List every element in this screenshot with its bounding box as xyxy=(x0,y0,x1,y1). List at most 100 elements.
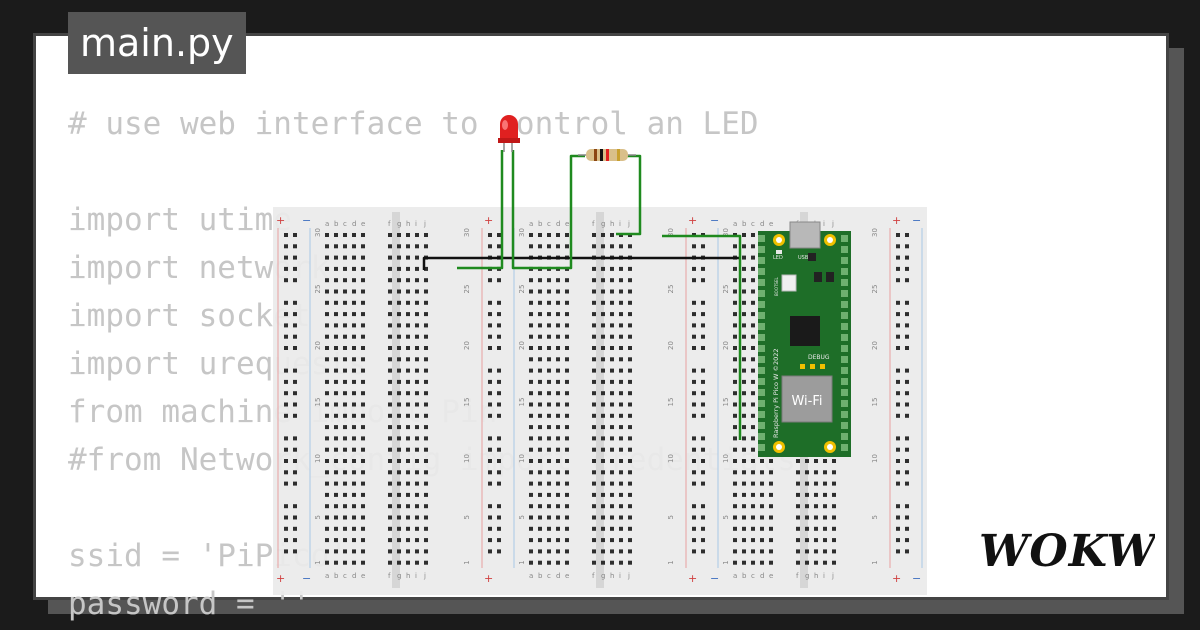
breadboard-hole[interactable] xyxy=(610,504,614,509)
breadboard-hole[interactable] xyxy=(415,549,419,554)
breadboard-hole[interactable] xyxy=(896,413,900,418)
breadboard-hole[interactable] xyxy=(619,538,623,543)
breadboard-hole[interactable] xyxy=(538,447,542,452)
breadboard-hole[interactable] xyxy=(556,504,560,509)
breadboard-hole[interactable] xyxy=(488,368,492,373)
breadboard-hole[interactable] xyxy=(293,436,297,441)
pico-pin[interactable] xyxy=(758,323,765,330)
breadboard-hole[interactable] xyxy=(293,334,297,339)
breadboard-hole[interactable] xyxy=(692,312,696,317)
breadboard-hole[interactable] xyxy=(610,436,614,441)
breadboard-hole[interactable] xyxy=(352,323,356,328)
breadboard-hole[interactable] xyxy=(293,391,297,396)
breadboard-hole[interactable] xyxy=(538,391,542,396)
breadboard-hole[interactable] xyxy=(796,481,800,486)
breadboard-hole[interactable] xyxy=(565,391,569,396)
breadboard-hole[interactable] xyxy=(415,492,419,497)
breadboard-hole[interactable] xyxy=(529,346,533,350)
breadboard-hole[interactable] xyxy=(488,278,492,283)
breadboard-hole[interactable] xyxy=(497,538,501,543)
breadboard-hole[interactable] xyxy=(701,459,705,463)
breadboard-hole[interactable] xyxy=(293,368,297,373)
pico-pin[interactable] xyxy=(841,389,848,396)
bootsel-button[interactable] xyxy=(781,274,797,292)
breadboard-hole[interactable] xyxy=(361,470,365,475)
breadboard-hole[interactable] xyxy=(701,504,705,509)
breadboard-hole[interactable] xyxy=(424,402,428,407)
breadboard-hole[interactable] xyxy=(751,312,755,317)
breadboard-hole[interactable] xyxy=(488,312,492,317)
breadboard-hole[interactable] xyxy=(805,459,809,463)
breadboard-hole[interactable] xyxy=(760,538,764,543)
breadboard-hole[interactable] xyxy=(397,357,401,362)
breadboard-hole[interactable] xyxy=(628,481,632,486)
breadboard-hole[interactable] xyxy=(538,526,542,531)
file-tab-main-py[interactable]: main.py xyxy=(68,12,246,74)
breadboard-hole[interactable] xyxy=(796,538,800,543)
breadboard-hole[interactable] xyxy=(796,504,800,509)
breadboard-hole[interactable] xyxy=(284,526,288,531)
breadboard-hole[interactable] xyxy=(388,413,392,418)
breadboard-hole[interactable] xyxy=(742,323,746,328)
breadboard-hole[interactable] xyxy=(592,436,596,441)
breadboard-hole[interactable] xyxy=(592,526,596,531)
pico-pin[interactable] xyxy=(758,334,765,341)
breadboard-hole[interactable] xyxy=(742,391,746,396)
breadboard-hole[interactable] xyxy=(352,391,356,396)
breadboard-hole[interactable] xyxy=(415,233,419,237)
breadboard-hole[interactable] xyxy=(619,504,623,509)
breadboard-hole[interactable] xyxy=(406,289,410,294)
breadboard-hole[interactable] xyxy=(415,481,419,486)
breadboard-hole[interactable] xyxy=(415,266,419,271)
breadboard-hole[interactable] xyxy=(556,402,560,407)
breadboard-hole[interactable] xyxy=(905,300,909,305)
breadboard-hole[interactable] xyxy=(628,379,632,384)
breadboard-hole[interactable] xyxy=(823,470,827,475)
breadboard-hole[interactable] xyxy=(352,549,356,554)
breadboard-hole[interactable] xyxy=(565,346,569,350)
breadboard-hole[interactable] xyxy=(343,255,347,260)
breadboard-hole[interactable] xyxy=(334,436,338,441)
breadboard-hole[interactable] xyxy=(406,481,410,486)
breadboard-hole[interactable] xyxy=(701,436,705,441)
breadboard-hole[interactable] xyxy=(352,470,356,475)
breadboard-hole[interactable] xyxy=(547,334,551,339)
breadboard-hole[interactable] xyxy=(334,560,338,565)
breadboard-hole[interactable] xyxy=(361,447,365,452)
breadboard-hole[interactable] xyxy=(556,233,560,237)
breadboard-hole[interactable] xyxy=(610,266,614,271)
breadboard-hole[interactable] xyxy=(529,413,533,418)
breadboard-hole[interactable] xyxy=(905,459,909,463)
breadboard-hole[interactable] xyxy=(488,379,492,384)
breadboard-hole[interactable] xyxy=(896,278,900,283)
breadboard-hole[interactable] xyxy=(628,391,632,396)
breadboard-hole[interactable] xyxy=(406,346,410,350)
breadboard-hole[interactable] xyxy=(556,436,560,441)
breadboard-hole[interactable] xyxy=(565,560,569,565)
breadboard-hole[interactable] xyxy=(406,357,410,362)
breadboard-hole[interactable] xyxy=(293,526,297,531)
pico-pin[interactable] xyxy=(758,433,765,440)
breadboard-hole[interactable] xyxy=(547,300,551,305)
breadboard-hole[interactable] xyxy=(547,425,551,430)
breadboard-hole[interactable] xyxy=(488,402,492,407)
breadboard-hole[interactable] xyxy=(547,402,551,407)
breadboard-hole[interactable] xyxy=(343,447,347,452)
breadboard-hole[interactable] xyxy=(628,470,632,475)
breadboard-hole[interactable] xyxy=(610,368,614,373)
breadboard-hole[interactable] xyxy=(619,346,623,350)
breadboard-hole[interactable] xyxy=(415,425,419,430)
breadboard-hole[interactable] xyxy=(805,526,809,531)
breadboard-hole[interactable] xyxy=(905,278,909,283)
breadboard-hole[interactable] xyxy=(628,244,632,249)
breadboard-hole[interactable] xyxy=(284,233,288,237)
breadboard-hole[interactable] xyxy=(760,470,764,475)
breadboard-hole[interactable] xyxy=(814,515,818,520)
breadboard-hole[interactable] xyxy=(742,357,746,362)
breadboard-hole[interactable] xyxy=(742,560,746,565)
breadboard-hole[interactable] xyxy=(601,323,605,328)
breadboard-hole[interactable] xyxy=(619,289,623,294)
breadboard-hole[interactable] xyxy=(832,515,836,520)
breadboard-hole[interactable] xyxy=(361,334,365,339)
pico-pin[interactable] xyxy=(841,290,848,297)
